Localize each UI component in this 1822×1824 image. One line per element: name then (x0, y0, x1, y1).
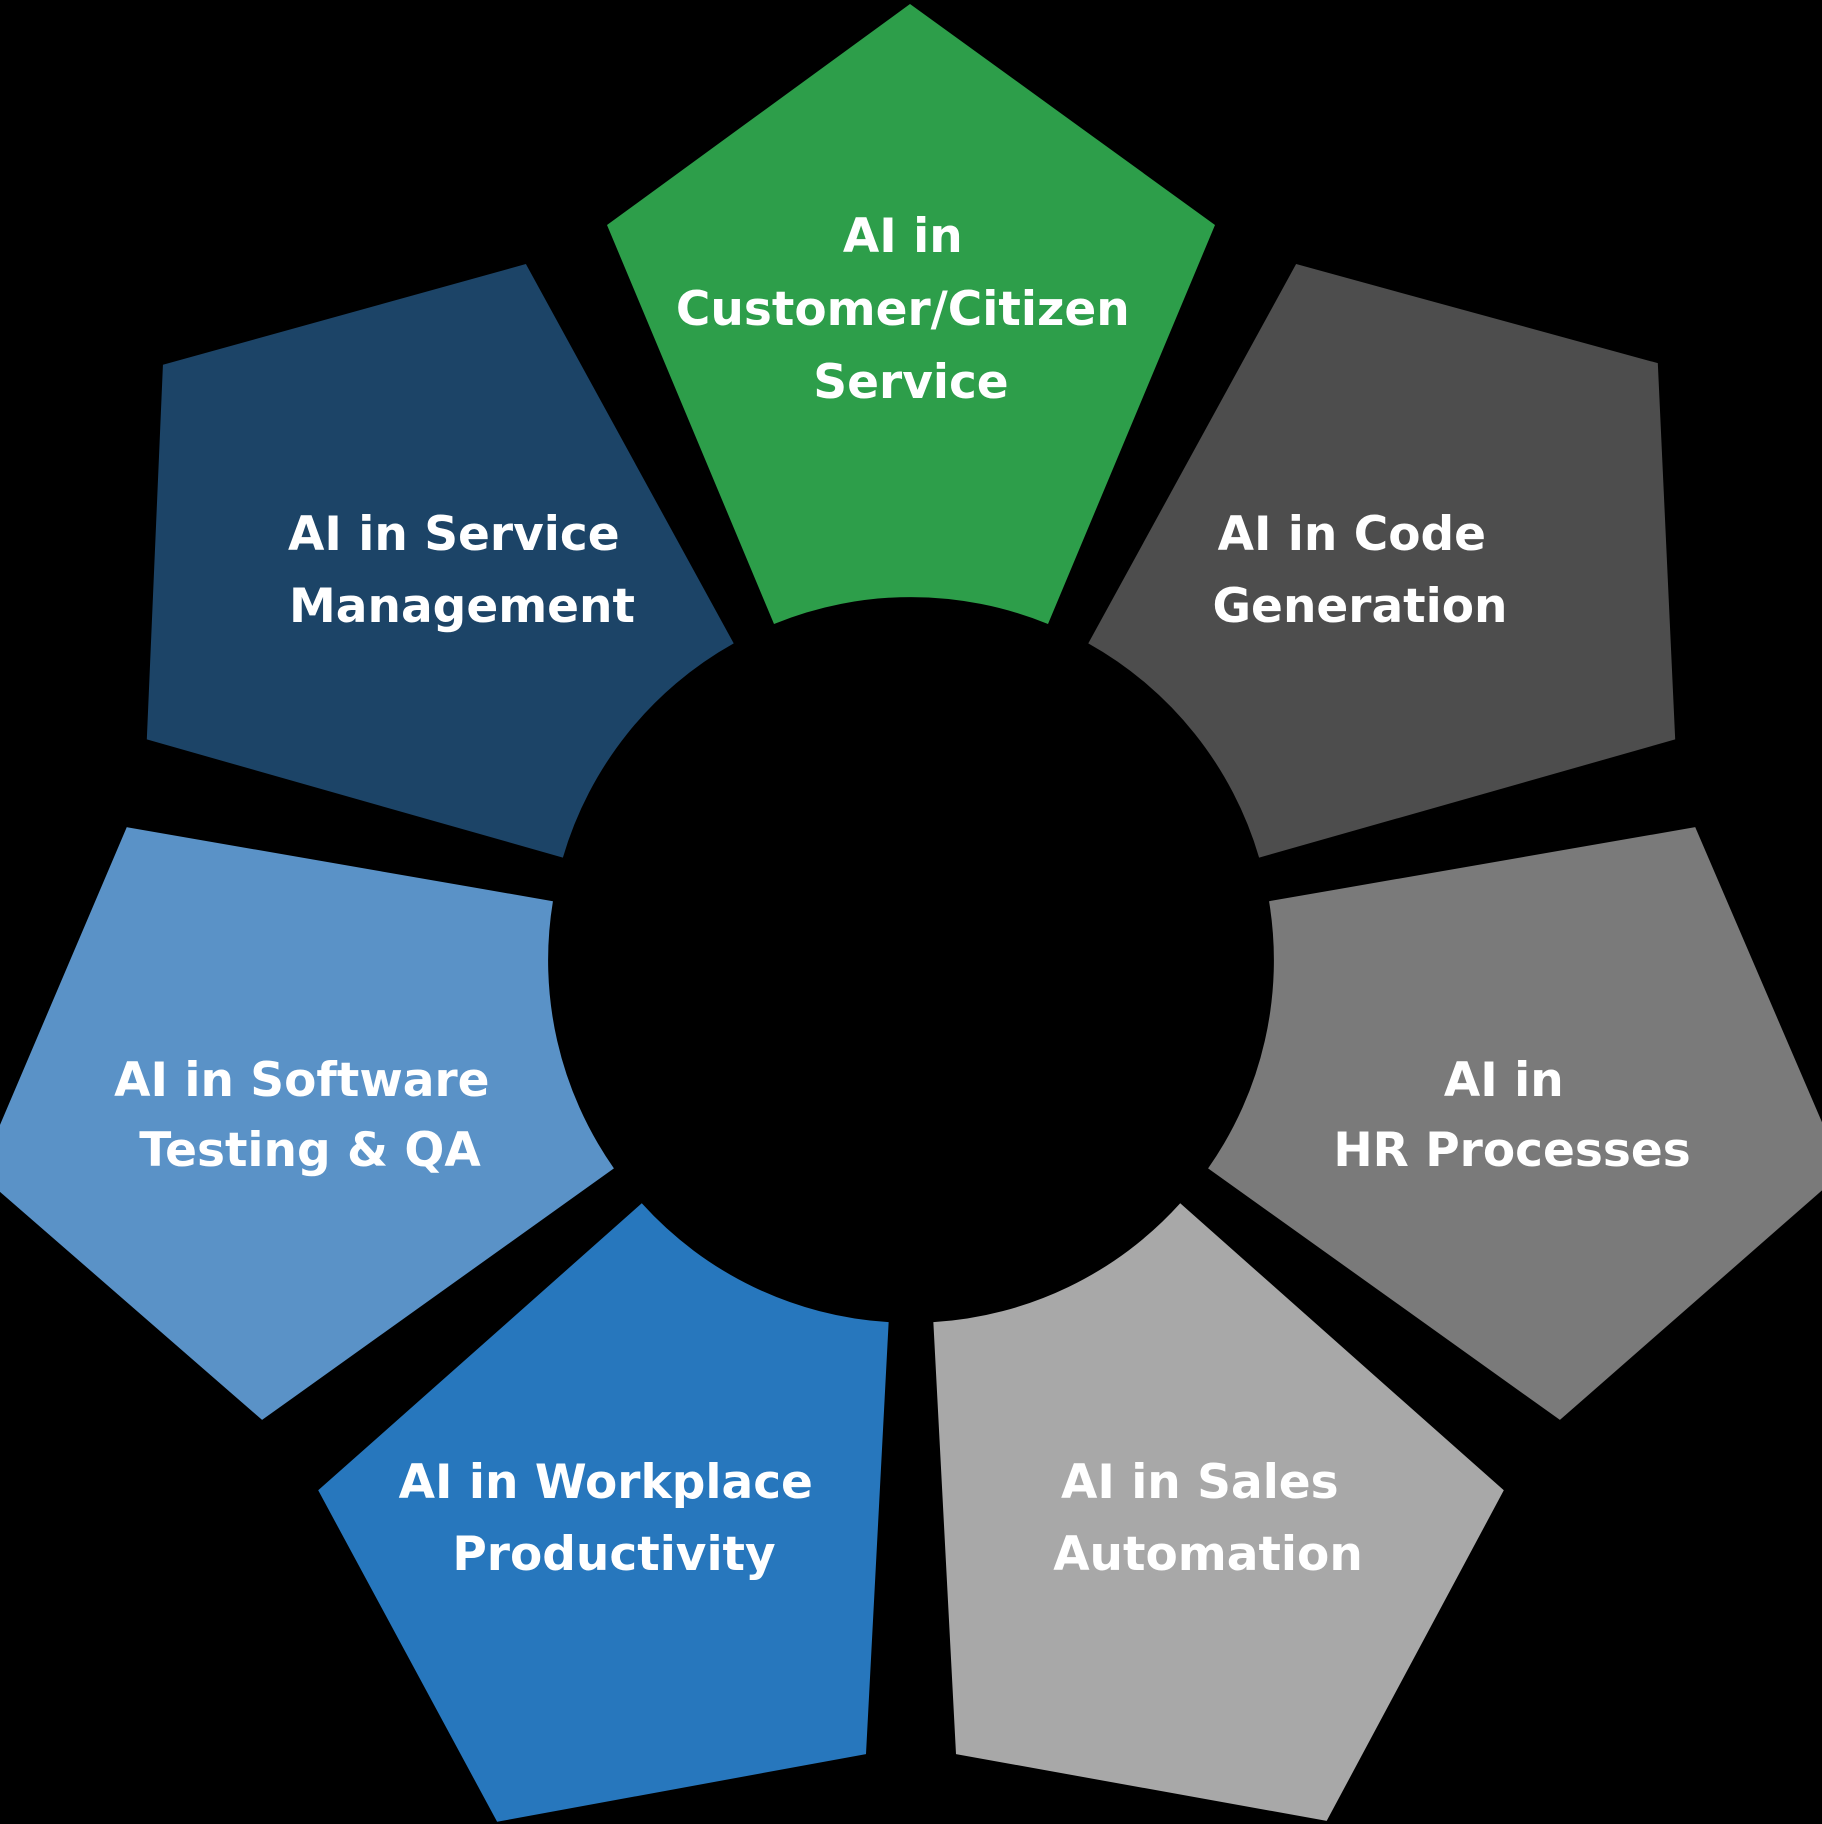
segment-sales-automation: AI in Sales Automation (933, 1203, 1504, 1821)
segment-software-testing-qa: AI in Software Testing & QA (0, 827, 614, 1420)
segment-service-management-shape (146, 264, 734, 858)
segment-customer-citizen-service: AI in Customer/Citizen Service (607, 4, 1215, 624)
segment-code-generation-label: AI in Code Generation (1212, 507, 1507, 634)
segment-sales-automation-shape (933, 1203, 1504, 1821)
segment-customer-citizen-service-shape (607, 4, 1215, 624)
segment-hr-processes-shape (1208, 827, 1822, 1420)
segment-customer-citizen-service-label: AI in Customer/Citizen Service (676, 209, 1146, 410)
segment-software-testing-qa-shape (0, 827, 614, 1420)
segment-workplace-productivity-shape (318, 1203, 889, 1822)
segment-sales-automation-label: AI in Sales Automation (1053, 1455, 1363, 1582)
segment-workplace-productivity: AI in Workplace Productivity (318, 1203, 889, 1822)
segment-code-generation: AI in Code Generation (1088, 264, 1676, 858)
segment-workplace-productivity-label: AI in Workplace Productivity (399, 1455, 830, 1582)
segment-software-testing-qa-label: AI in Software Testing & QA (114, 1053, 506, 1178)
segment-code-generation-shape (1088, 264, 1676, 858)
segment-service-management: AI in Service Management (146, 264, 734, 858)
segment-hr-processes-label: AI in HR Processes (1333, 1053, 1690, 1178)
segment-service-management-label: AI in Service Management (288, 507, 636, 634)
center-circle (549, 598, 1273, 1322)
segment-hr-processes: AI in HR Processes (1208, 827, 1822, 1420)
